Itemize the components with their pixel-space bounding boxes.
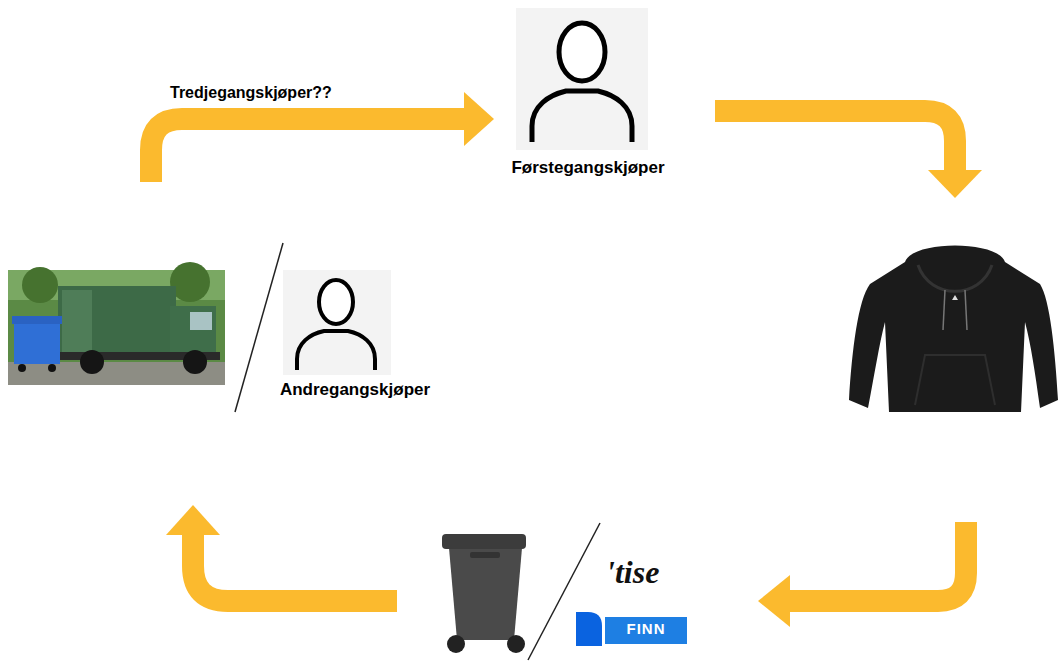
person-icon [283, 270, 391, 375]
hoodie [849, 246, 1058, 413]
person-label: Andregangskjøper [280, 380, 430, 400]
arrow-head [464, 92, 494, 146]
finn-logo-text: FINN [605, 620, 687, 637]
arrow-band [715, 111, 955, 172]
person-label: Førstegangskjøper [511, 158, 664, 178]
cycle-arrows [193, 111, 966, 601]
arrow-band [193, 535, 397, 601]
tise-logo-text: 'tise [606, 554, 659, 591]
cycle-arrow [151, 92, 494, 182]
person-icon [516, 8, 648, 150]
arrow-band [790, 522, 966, 601]
garbage-truck [8, 262, 225, 385]
arrow-head [166, 505, 220, 535]
trash-bin [442, 534, 526, 653]
arrow-head [928, 170, 982, 198]
arrow-band [151, 119, 466, 182]
person-node: Andregangskjøper [8, 180, 448, 412]
slash [235, 243, 283, 412]
person-node: Førstegangskjøper [498, 8, 678, 186]
arrow-head [758, 575, 790, 627]
edge-label: Tredjegangskjøper?? [168, 84, 334, 102]
finn-logo [576, 612, 687, 646]
